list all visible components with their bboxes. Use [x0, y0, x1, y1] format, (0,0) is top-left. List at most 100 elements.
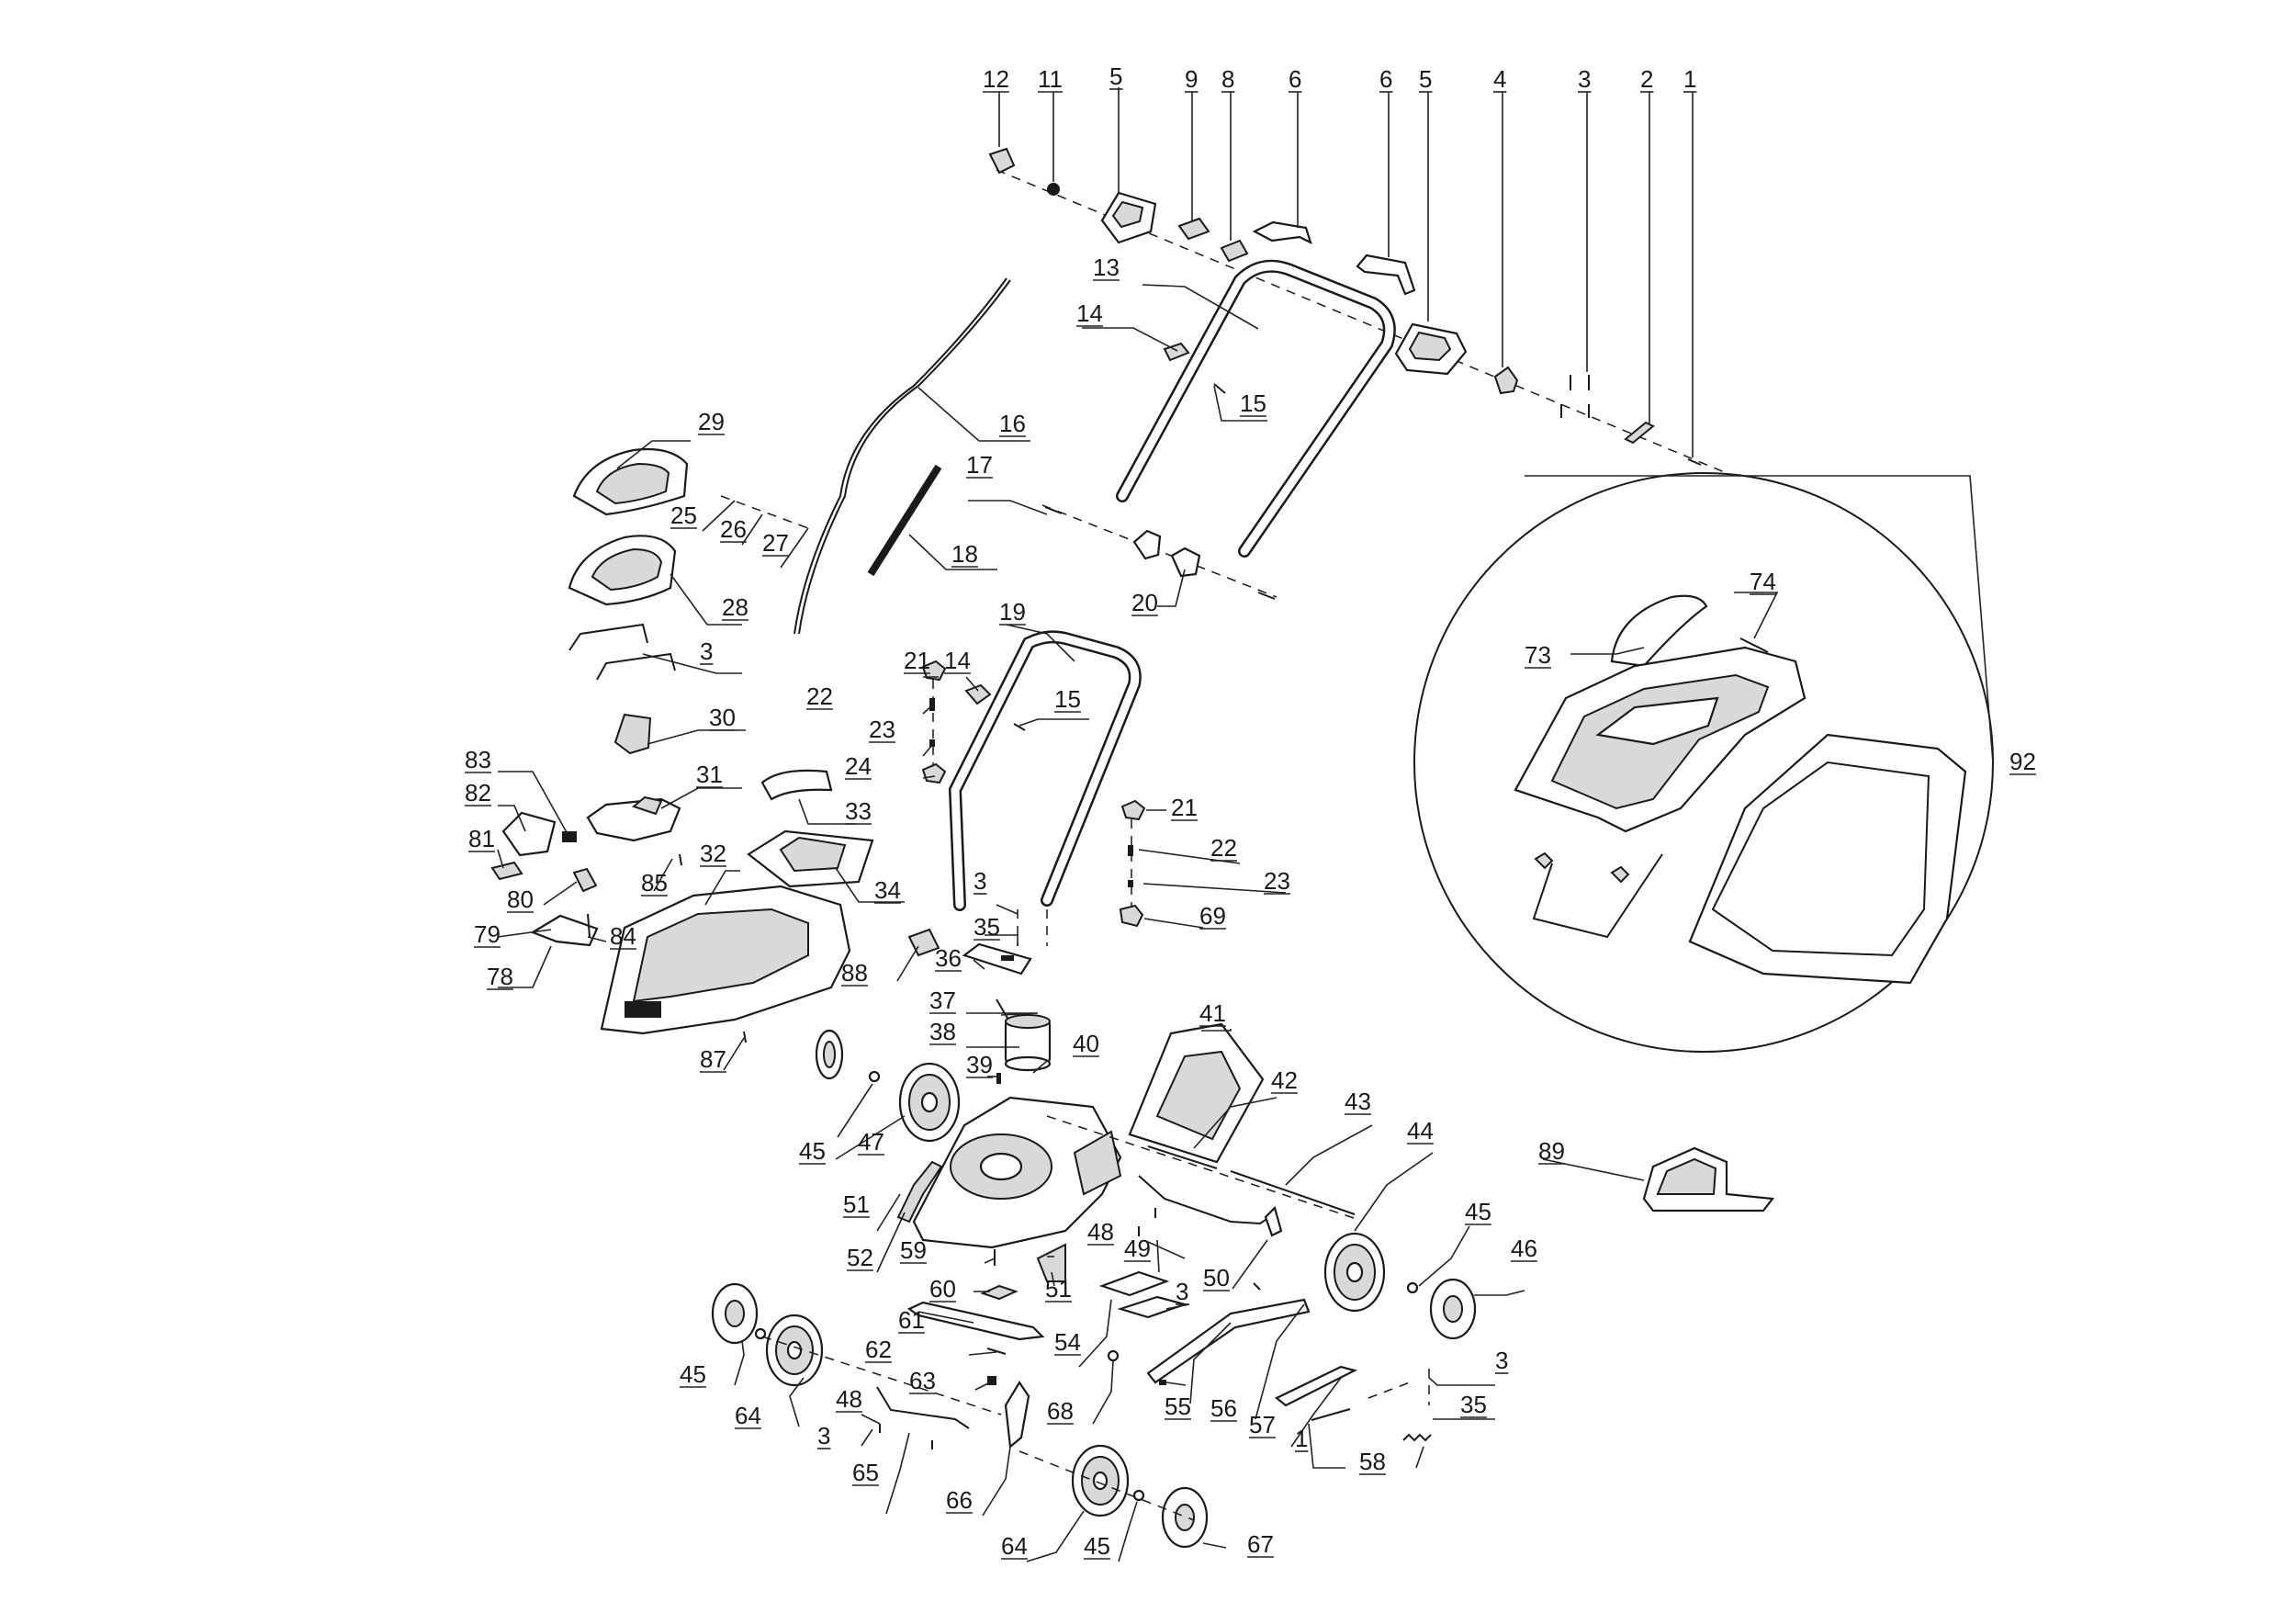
callout-62: 62	[865, 1336, 892, 1363]
callout-32: 32	[700, 840, 726, 867]
part-43	[1230, 1170, 1356, 1215]
part-39	[996, 1073, 1001, 1084]
grass-catcher-detail	[1413, 472, 1994, 1053]
callout-50: 50	[1203, 1264, 1230, 1291]
callout-69: 69	[1199, 902, 1226, 930]
callout-8: 8	[1221, 65, 1234, 93]
part-2	[1624, 421, 1655, 445]
part-15-top	[1213, 383, 1226, 394]
part-54	[1098, 1270, 1170, 1297]
part-24	[921, 762, 947, 784]
part-6-left	[1252, 220, 1312, 245]
callout-30: 30	[709, 704, 736, 731]
callout-15: 15	[1240, 389, 1266, 417]
callout-11: 11	[1038, 65, 1063, 93]
callout-68: 68	[1047, 1397, 1074, 1425]
part-21-left	[921, 660, 947, 682]
callout-57: 57	[1249, 1411, 1276, 1438]
part-58	[1402, 1433, 1432, 1442]
part-3-bracket	[568, 623, 676, 681]
callout-3: 3	[1495, 1347, 1508, 1374]
callout-51: 51	[843, 1190, 870, 1218]
part-69	[1119, 904, 1144, 928]
callout-22: 22	[806, 682, 833, 710]
part-6-right	[1356, 254, 1416, 296]
upper-handle-assembly	[988, 147, 1728, 474]
part-51-left	[896, 1160, 943, 1224]
part-68	[1107, 1349, 1120, 1362]
callout-9: 9	[1185, 65, 1198, 93]
callout-1: 1	[1295, 1425, 1308, 1452]
part-60	[980, 1284, 1019, 1301]
part-63	[987, 1376, 996, 1385]
callout-12: 12	[983, 65, 1009, 93]
callout-59: 59	[900, 1236, 927, 1264]
wheel-47	[898, 1062, 961, 1143]
part-84	[587, 913, 591, 938]
callout-17: 17	[966, 451, 993, 479]
part-73	[1610, 594, 1708, 668]
callout-21: 21	[1171, 794, 1198, 821]
callout-3: 3	[974, 867, 986, 895]
part-14-mid	[964, 683, 992, 705]
callout-5: 5	[1109, 62, 1122, 90]
callout-6: 6	[1289, 65, 1301, 93]
motor	[1004, 1014, 1052, 1072]
callout-83: 83	[465, 746, 491, 773]
callout-45: 45	[1465, 1198, 1491, 1225]
callout-49: 49	[1124, 1235, 1151, 1262]
callout-46: 46	[1511, 1235, 1537, 1262]
part-4	[1493, 366, 1519, 395]
callout-45: 45	[799, 1137, 826, 1165]
part-33	[760, 769, 833, 801]
callout-39: 39	[966, 1051, 993, 1078]
callout-41: 41	[1199, 999, 1226, 1027]
callout-14: 14	[1076, 299, 1103, 327]
callout-31: 31	[696, 761, 723, 788]
callout-42: 42	[1271, 1066, 1298, 1094]
callout-52: 52	[847, 1244, 873, 1271]
callout-51: 51	[1045, 1275, 1072, 1303]
callout-60: 60	[929, 1275, 956, 1303]
part-79	[530, 914, 599, 947]
callout-64: 64	[1001, 1532, 1028, 1560]
callout-19: 19	[999, 598, 1026, 626]
part-12	[988, 147, 1016, 175]
callout-16: 16	[999, 410, 1026, 437]
callout-80: 80	[507, 885, 534, 913]
part-23-left	[929, 739, 935, 747]
part-85	[679, 853, 682, 866]
callout-54: 54	[1054, 1328, 1081, 1356]
callout-63: 63	[909, 1367, 936, 1394]
callout-64: 64	[735, 1402, 761, 1429]
hubcap-45-upper-left	[815, 1029, 844, 1080]
callout-40: 40	[1073, 1030, 1099, 1057]
callout-84: 84	[610, 922, 636, 950]
part-20-right	[1170, 547, 1201, 578]
part-80	[572, 867, 598, 893]
callout-2: 2	[1640, 65, 1653, 93]
callout-79: 79	[474, 920, 501, 948]
part-15-mid	[1013, 723, 1026, 731]
callout-45: 45	[680, 1360, 706, 1388]
callout-82: 82	[465, 779, 491, 806]
callout-55: 55	[1165, 1393, 1191, 1420]
callout-14: 14	[944, 647, 971, 674]
callout-66: 66	[946, 1486, 973, 1514]
callout-89: 89	[1538, 1137, 1565, 1165]
part-61	[906, 1301, 1045, 1341]
callout-3: 3	[817, 1422, 830, 1449]
part-18	[867, 464, 942, 577]
callout-5: 5	[1419, 65, 1432, 93]
callout-43: 43	[1345, 1088, 1371, 1115]
callout-58: 58	[1359, 1448, 1386, 1475]
callout-47: 47	[858, 1128, 884, 1156]
part-11	[1047, 183, 1060, 196]
part-50	[1264, 1205, 1283, 1237]
part-57	[1274, 1365, 1358, 1407]
callout-18: 18	[951, 540, 978, 568]
wheel-64-left	[765, 1314, 824, 1387]
callout-67: 67	[1247, 1530, 1274, 1558]
callout-78: 78	[487, 963, 513, 990]
